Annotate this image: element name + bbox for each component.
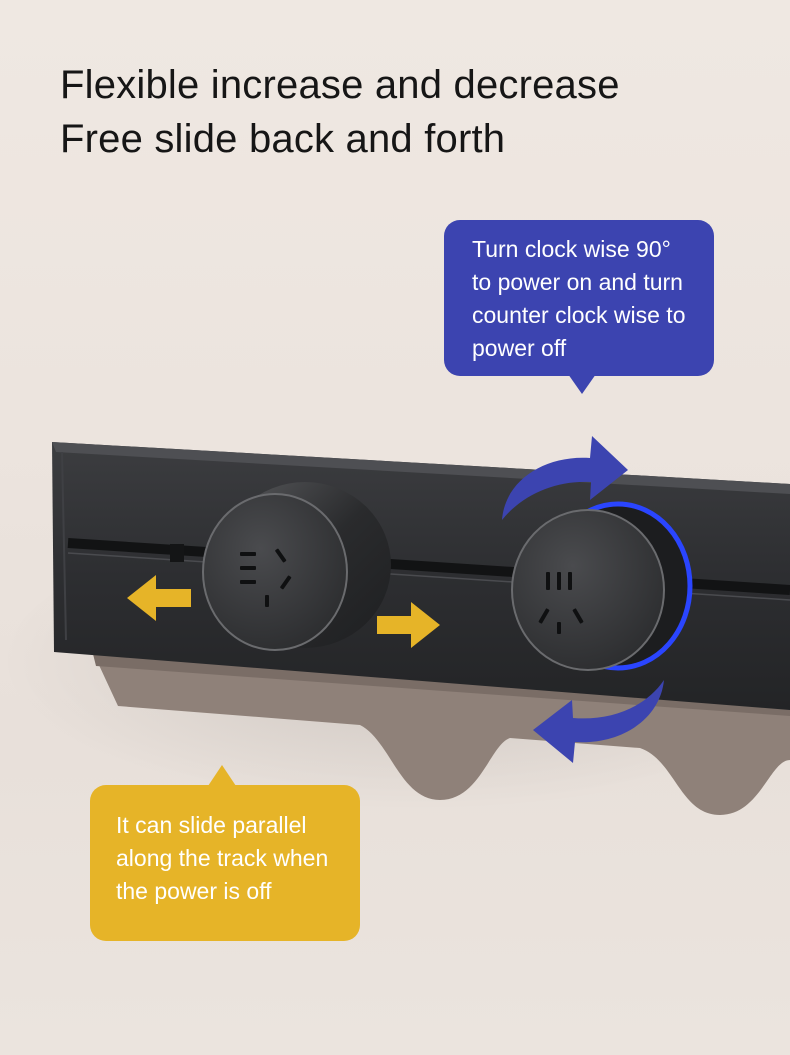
arrow-left-icon xyxy=(127,575,191,621)
slide-left-right-arrows xyxy=(127,575,440,648)
rotate-arrow-bottom-icon xyxy=(533,680,664,763)
rotate-callout-line: Turn clock wise 90° xyxy=(472,236,671,262)
slide-callout-line: It can slide parallel xyxy=(116,812,307,838)
socket-holes-left xyxy=(240,548,292,607)
slide-callout: It can slide parallel along the track wh… xyxy=(90,765,360,941)
rotate-clockwise-arrows xyxy=(502,436,664,763)
right-socket-module xyxy=(511,501,693,671)
rotate-arrow-top-icon xyxy=(502,436,628,520)
arrow-right-icon xyxy=(377,602,440,648)
headline-line-1: Flexible increase and decrease xyxy=(60,63,620,107)
rotate-callout-line: counter clock wise to xyxy=(472,302,686,328)
socket-holes-right xyxy=(538,572,584,634)
rotate-callout-line: to power on and turn xyxy=(472,269,683,295)
left-socket-module xyxy=(202,482,391,651)
rotate-callout-line: power off xyxy=(472,335,567,361)
slide-callout-line: the power is off xyxy=(116,878,272,904)
rotate-callout: Turn clock wise 90° to power on and turn… xyxy=(444,220,714,394)
headline-line-2: Free slide back and forth xyxy=(60,117,506,161)
headline: Flexible increase and decrease Free slid… xyxy=(60,58,620,166)
slide-callout-line: along the track when xyxy=(116,845,329,871)
